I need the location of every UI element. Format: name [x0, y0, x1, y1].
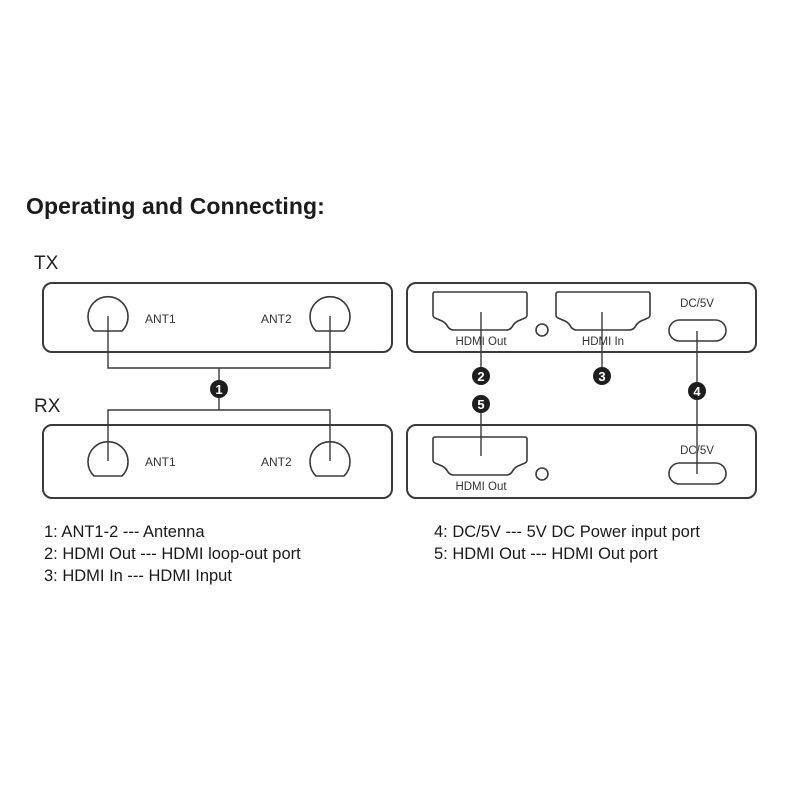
legend-right: 4: DC/5V --- 5V DC Power input port 5: H… [434, 521, 700, 565]
tx-port-panel: HDMI Out HDMI In DC/5V [406, 282, 757, 353]
tx-hdmi-out-port-icon [432, 291, 528, 331]
legend-item: 2: HDMI Out --- HDMI loop-out port [44, 545, 301, 563]
rx-antenna-panel: ANT1 ANT2 [42, 424, 393, 499]
tx-led-indicator-icon [535, 323, 549, 337]
callout-badge-4: 4 [688, 382, 706, 400]
rx-led-indicator-icon [535, 467, 549, 481]
svg-text:1: 1 [215, 382, 222, 397]
svg-text:3: 3 [598, 369, 605, 384]
legend-left: 1: ANT1-2 --- Antenna 2: HDMI Out --- HD… [44, 521, 301, 587]
legend-item: 1: ANT1-2 --- Antenna [44, 523, 205, 541]
rx-port-panel: HDMI Out DC/5V [406, 424, 757, 499]
legend-item: 5: HDMI Out --- HDMI Out port [434, 545, 658, 563]
rx-hdmi-out-port-icon [432, 436, 528, 476]
svg-text:4: 4 [693, 384, 701, 399]
tx-antenna-panel: ANT1 ANT2 [42, 282, 393, 353]
callout-badge-2: 2 [472, 367, 490, 385]
tx-ant1-connector-icon [87, 295, 129, 332]
tx-ant1-label: ANT1 [145, 312, 176, 326]
tx-ant2-label: ANT2 [261, 312, 292, 326]
callout-badge-5: 5 [472, 395, 490, 413]
tx-hdmi-in-label: HDMI In [582, 336, 624, 348]
tx-label: TX [34, 253, 59, 274]
tx-ant2-connector-icon [309, 295, 351, 332]
rx-ant2-connector-icon [309, 440, 351, 477]
tx-dc-label: DC/5V [680, 298, 714, 310]
rx-ant1-label: ANT1 [145, 455, 176, 469]
svg-text:2: 2 [477, 369, 484, 384]
legend-item: 4: DC/5V --- 5V DC Power input port [434, 523, 700, 541]
page-title: Operating and Connecting: [26, 193, 325, 219]
rx-label: RX [34, 396, 61, 417]
callout-badge-3: 3 [593, 367, 611, 385]
svg-text:5: 5 [477, 397, 484, 412]
rx-ant2-label: ANT2 [261, 455, 292, 469]
callout-badge-1: 1 [210, 380, 228, 398]
rx-hdmi-out-label: HDMI Out [455, 481, 507, 493]
tx-hdmi-in-port-icon [555, 291, 651, 331]
legend-item: 3: HDMI In --- HDMI Input [44, 567, 232, 585]
rx-ant1-connector-icon [87, 440, 129, 477]
